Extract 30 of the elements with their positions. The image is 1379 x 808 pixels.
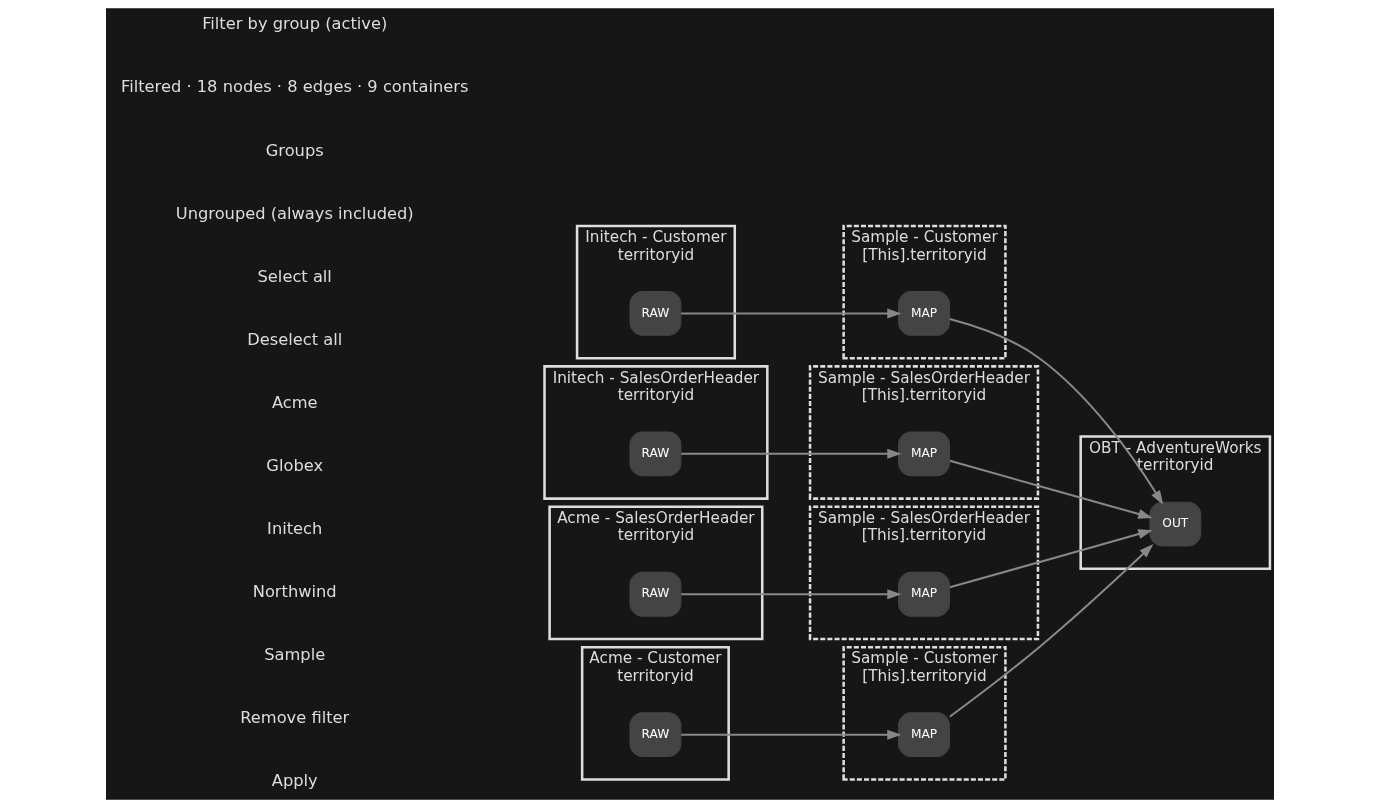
- node-box: OUT: [1148, 501, 1201, 547]
- arrow: [948, 318, 1163, 505]
- arrow: [948, 544, 1153, 718]
- arrow: [680, 448, 902, 459]
- node-box: MAP: [897, 431, 950, 477]
- label: Initech: [266, 519, 322, 539]
- node-box: MAP: [897, 712, 950, 758]
- node-box: RAW: [628, 431, 681, 477]
- label: Acme: [271, 392, 318, 412]
- arrow: [680, 308, 902, 319]
- label: Ungrouped (always included): [175, 203, 414, 223]
- label: Deselect all: [246, 329, 342, 349]
- node-box: RAW: [628, 571, 681, 617]
- node-box: MAP: [897, 571, 950, 617]
- label: Apply: [271, 771, 318, 791]
- node-box: RAW: [628, 291, 681, 336]
- arrow: [680, 729, 902, 740]
- arrow: [949, 529, 1153, 589]
- label: Globex: [265, 455, 323, 475]
- node-box: RAW: [628, 712, 681, 758]
- label: Filtered · 18 nodes · 8 edges · 9 containers: [120, 77, 468, 97]
- arrow: [949, 459, 1153, 519]
- label: Northwind: [252, 582, 337, 602]
- label: Filter by group (active): [201, 14, 387, 34]
- label: Select all: [257, 266, 332, 286]
- node-box: MAP: [897, 291, 950, 336]
- arrow: [680, 589, 902, 600]
- label: Sample: [263, 645, 325, 665]
- label: Groups: [265, 140, 324, 160]
- label: Remove filter: [239, 708, 349, 728]
